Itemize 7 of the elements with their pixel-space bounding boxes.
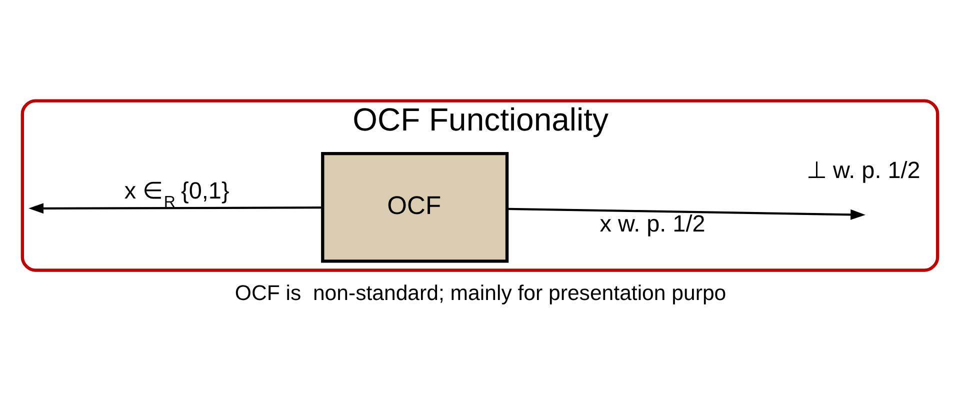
edge-label: x ∈$_{R}$ {0,1} xyxy=(124,176,230,210)
caption: OCF is non-standard; mainly for presentation purpo xyxy=(234,280,726,305)
node-box: OCF xyxy=(321,151,509,262)
arrow xyxy=(507,207,866,220)
label: ⊥ w. p. 1/2 xyxy=(806,156,920,183)
edge-label: x w. p. 1/2 xyxy=(600,210,706,236)
arrow xyxy=(28,202,323,214)
